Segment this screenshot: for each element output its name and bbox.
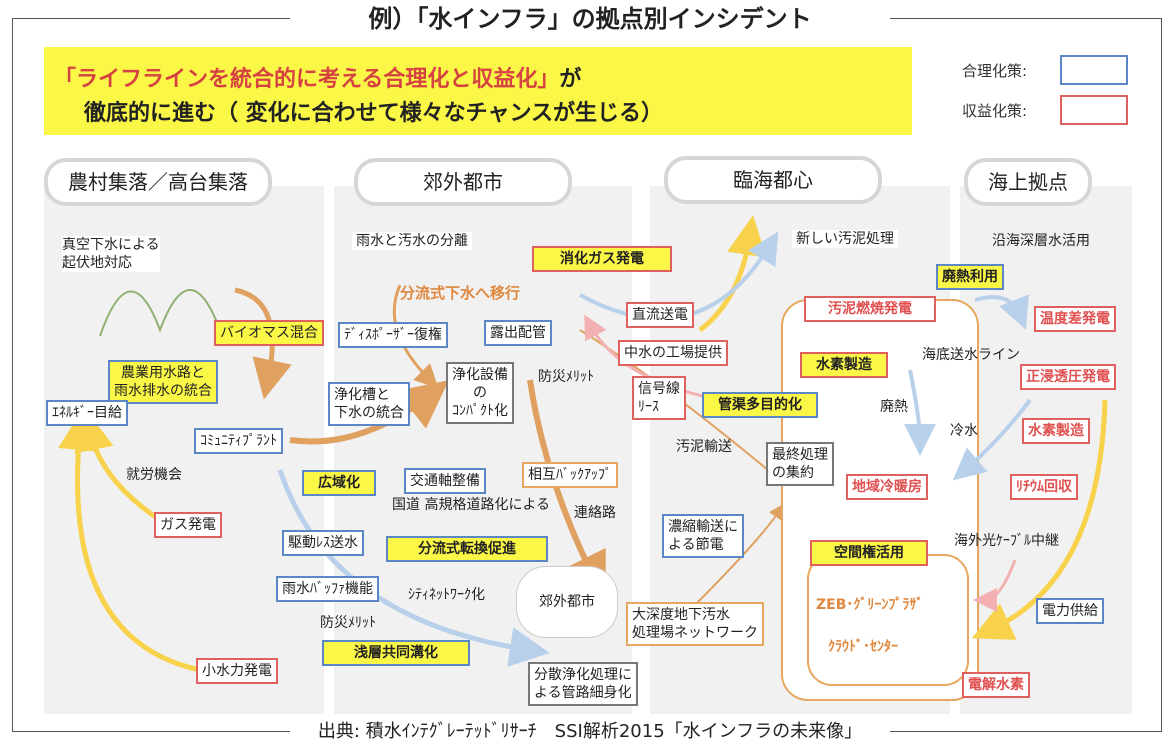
traffic-box: 交通軸整備 (404, 468, 486, 494)
zone-coastal: 臨海都心 (664, 156, 882, 204)
shallow-trench-box: 浅層共同溝化 (322, 640, 470, 666)
headline-line-2: 徹底的に進む（ 変化に合わせて様々なチャンスが生じる） (84, 101, 664, 126)
sludge-power-box: 汚泥燃焼発電 (804, 296, 936, 322)
separation-text: 雨水と汚水の分離 (352, 232, 472, 250)
distributed-box: 分散浄化処理に よる管路細身化 (528, 662, 638, 706)
multi-purpose-box: 管渠多目的化 (702, 392, 818, 418)
power-supply-box: 電力供給 (1036, 598, 1104, 624)
separate-conversion-box: 分流式転換促進 (386, 536, 548, 562)
city-network-text: ｼﾃｨﾈｯﾄﾜｰｸ化 (408, 587, 485, 603)
signal-lease-box: 信号線 ﾘｰｽ (632, 376, 686, 420)
osmotic-box: 正浸透圧発電 (1020, 364, 1116, 390)
community-plant-box: ｺﾐｭﾆﾃｨﾌﾟﾗﾝﾄ (194, 428, 283, 454)
concentrate-box: 濃縮輸送に よる節電 (662, 514, 744, 558)
headline-tail-text: が (559, 67, 582, 92)
disaster-merit-2: 防災ﾒﾘｯﾄ (320, 615, 376, 631)
separate-sewer-text: 分流式下水へ移行 (400, 284, 521, 302)
energy-box: ｴﾈﾙｷﾞｰ目給 (46, 400, 128, 426)
headline-line-1: 「ライフラインを統合的に考える合理化と収益化」が (54, 61, 581, 93)
rain-buffer-box: 雨水ﾊﾞｯﾌｧ機能 (276, 576, 379, 602)
deep-sea-text: 沿海深層水活用 (992, 233, 1090, 249)
temp-diff-box: 温度差発電 (1034, 306, 1116, 332)
legend-rational-label: 合理化策: (962, 62, 1028, 80)
legend-profit-swatch (1060, 95, 1128, 125)
highway-text: 国道 高規格道路化による (392, 497, 551, 513)
hydrogen-box-1: 水素製造 (800, 352, 888, 378)
final-treatment-box: 最終処理 の集約 (766, 442, 834, 486)
new-sludge-text: 新しい汚泥処理 (792, 230, 898, 248)
electrolysis-box: 電解水素 (962, 672, 1030, 698)
hydrogen-box-2: 水素製造 (1022, 418, 1090, 444)
diagram-title: 例）「水インフラ」の拠点別インシデント (290, 4, 890, 34)
suburb-city-blob: 郊外都市 (516, 566, 618, 638)
gas-power-box: ガス発電 (154, 512, 222, 538)
farm-water-box: 農業用水路と 雨水排水の統合 (108, 360, 218, 404)
cloud-text: ｸﾗｳﾄﾞ･ｾﾝﾀｰ (828, 639, 898, 655)
dc-power-box: 直流送電 (626, 302, 694, 328)
exposed-pipe-box: 露出配管 (484, 320, 552, 346)
lithium-box: ﾘﾁｳﾑ回収 (1010, 474, 1078, 500)
factory-supply-box: 中水の工場提供 (618, 340, 728, 366)
legend-profit-label: 収益化策: (962, 102, 1028, 120)
space-rights-box: 空間権活用 (810, 540, 928, 566)
headline-banner: 「ライフラインを統合的に考える合理化と収益化」が 徹底的に進む（ 変化に合わせて… (44, 47, 912, 135)
cable-relay-text: 海外光ｹｰﾌﾞﾙ中継 (954, 533, 1059, 549)
employment-text: 就労機会 (126, 467, 182, 483)
zone-suburb: 郊外都市 (354, 158, 572, 206)
biomass-box: バイオマス混合 (214, 320, 324, 346)
vacuum-sewer-text: 真空下水による 起伏地対応 (62, 236, 160, 272)
source-citation: 出典: 積水ｲﾝﾃｸﾞﾚｰﾃｯﾄﾞﾘｻｰﾁ SSI解析2015「水インフラの未来… (290, 720, 890, 744)
zone-offshore: 海上拠点 (964, 158, 1092, 206)
disaster-merit-1: 防災ﾒﾘｯﾄ (538, 369, 594, 385)
waste-heat-use-box: 廃熱利用 (936, 264, 1004, 290)
small-hydro-box: 小水力発電 (196, 658, 278, 684)
zone-rural: 農村集落／高台集落 (44, 158, 272, 206)
district-hvac-box: 地域冷暖房 (846, 474, 928, 500)
connecting-road-text: 連絡路 (574, 505, 616, 521)
septic-box: 浄化槽と 下水の統合 (328, 382, 410, 426)
subsea-line-text: 海底送水ライン (922, 347, 1020, 363)
mutual-backup-box: 相互ﾊﾞｯｸｱｯﾌﾟ (522, 462, 618, 488)
zeb-text: ZEB･ｸﾞﾘｰﾝﾌﾟﾗｻﾞ (816, 597, 924, 613)
legend-rational-swatch (1060, 55, 1128, 85)
deep-network-box: 大深度地下汚水 処理場ネットワーク (626, 602, 764, 646)
wide-area-box: 広域化 (302, 470, 376, 496)
waste-heat-text: 廃熱 (880, 399, 908, 415)
sludge-transport-text: 汚泥輸送 (676, 439, 732, 455)
cold-water-text: 冷水 (950, 423, 978, 439)
disposer-box: ﾃﾞｨｽﾎﾟｰｻﾞｰ復権 (338, 322, 448, 348)
headline-red-text: 「ライフラインを統合的に考える合理化と収益化」 (54, 67, 560, 92)
drive-less-box: 駆動ﾚｽ送水 (282, 530, 364, 556)
digestion-gas-box: 消化ガス発電 (532, 246, 672, 272)
purification-box: 浄化設備 の ｺﾝﾊﾟｸﾄ化 (446, 362, 514, 424)
